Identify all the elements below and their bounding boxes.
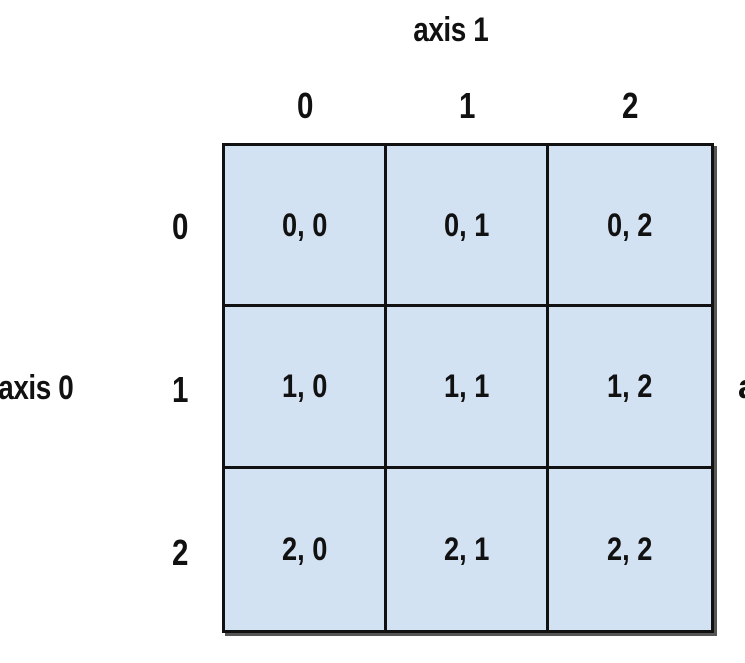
cell-2-0: 2, 0	[225, 468, 387, 630]
row-index-0: 0	[171, 206, 189, 247]
cell-label: 0, 2	[607, 206, 653, 243]
column-index-2: 2	[621, 85, 639, 126]
cell-label: 2, 0	[281, 530, 328, 567]
column-index-1: 1	[458, 85, 476, 126]
row-index-2: 2	[171, 532, 189, 573]
cell-1-1: 1, 1	[387, 307, 549, 469]
cell-label: 1, 0	[281, 367, 328, 404]
row-index-1: 1	[171, 369, 189, 410]
axis-1-title: axis 1	[413, 11, 489, 49]
cell-label: 0, 1	[443, 206, 490, 243]
cell-label: 0, 0	[281, 206, 328, 243]
cell-1-0: 1, 0	[225, 307, 387, 469]
cell-0-1: 0, 1	[387, 146, 549, 308]
cell-label: 1, 1	[443, 367, 490, 404]
cell-0-2: 0, 2	[549, 146, 711, 308]
cropped-text-fragment: a	[738, 370, 745, 404]
cell-label: 2, 2	[607, 530, 653, 567]
cell-2-2: 2, 2	[549, 468, 711, 630]
axis-0-title: axis 0	[0, 369, 74, 407]
cell-0-0: 0, 0	[225, 146, 387, 308]
array-grid: 0, 0 0, 1 0, 2 1, 0 1, 1 1, 2 2, 0 2, 1 …	[222, 143, 714, 633]
cell-1-2: 1, 2	[549, 307, 711, 469]
cell-label: 1, 2	[607, 367, 653, 404]
cell-2-1: 2, 1	[387, 468, 549, 630]
column-index-0: 0	[296, 85, 314, 126]
cell-label: 2, 1	[443, 530, 490, 567]
